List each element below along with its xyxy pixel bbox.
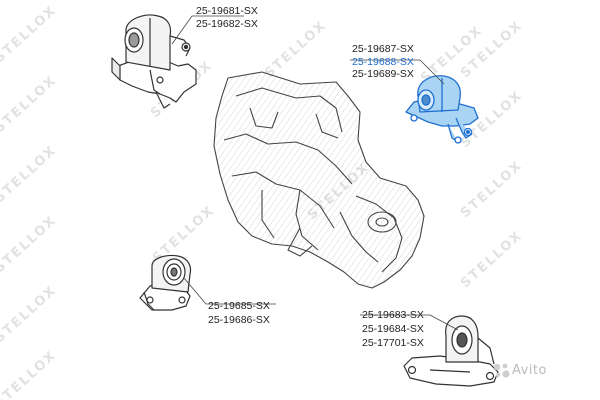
- gearbox-housing: [213, 71, 425, 289]
- leader-line: [171, 15, 244, 45]
- engine-mount-lower-left: [139, 254, 192, 311]
- engine-mount-lower-right: [403, 315, 499, 387]
- engine-mount-top-right-highlighted: [405, 75, 479, 144]
- part-number-label: 25-19681-SX: [196, 5, 258, 17]
- leader-lines: [171, 15, 459, 331]
- part-number-label-highlighted: 25-19688-SX: [352, 56, 414, 68]
- leader-line: [360, 314, 459, 331]
- leader-line: [350, 59, 445, 85]
- part-number-label: 25-19687-SX: [352, 43, 414, 55]
- avito-logo: [492, 362, 512, 380]
- part-number-label: 25-19683-SX: [362, 309, 424, 321]
- leader-line: [183, 277, 276, 305]
- engine-mount-top-left: [111, 14, 197, 109]
- part-number-label: 25-19685-SX: [208, 300, 270, 312]
- part-number-label: 25-19686-SX: [208, 314, 270, 326]
- part-number-label: 25-19689-SX: [352, 68, 414, 80]
- part-number-label: 25-17701-SX: [362, 337, 424, 349]
- avito-dots-icon: [493, 363, 510, 378]
- avito-logo-text: Avito: [512, 363, 547, 378]
- part-number-label: 25-19682-SX: [196, 18, 258, 30]
- part-number-label: 25-19684-SX: [362, 323, 424, 335]
